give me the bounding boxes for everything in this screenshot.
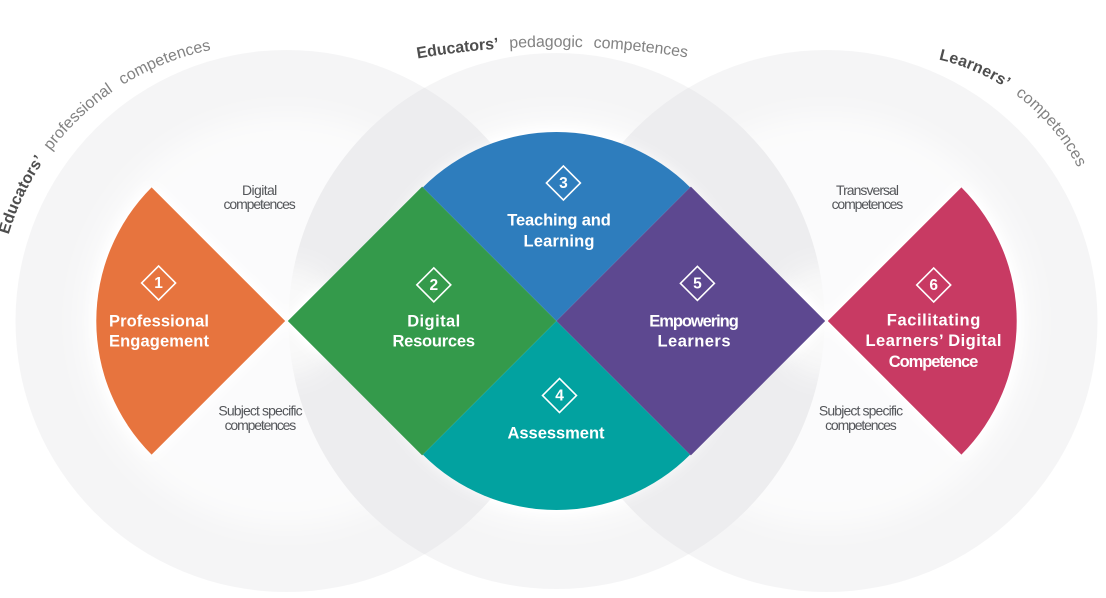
svg-text:competences: competences <box>825 417 897 433</box>
svg-text:1: 1 <box>154 275 163 292</box>
svg-text:Empowering: Empowering <box>649 312 739 330</box>
svg-text:competences: competences <box>225 417 297 433</box>
svg-text:Facilitating: Facilitating <box>887 312 981 330</box>
svg-text:Teaching and: Teaching and <box>507 211 611 229</box>
svg-text:Learners: Learners <box>658 333 731 351</box>
svg-text:6: 6 <box>929 277 938 294</box>
svg-text:competences: competences <box>224 196 296 212</box>
svg-text:Learning: Learning <box>524 232 595 250</box>
svg-text:Competence: Competence <box>889 353 979 371</box>
svg-text:Resources: Resources <box>393 333 476 351</box>
svg-text:Assessment: Assessment <box>508 425 606 443</box>
svg-text:Subject specific: Subject specific <box>819 403 903 419</box>
svg-text:4: 4 <box>555 388 564 405</box>
svg-text:2: 2 <box>429 277 438 294</box>
svg-text:Engagement: Engagement <box>109 333 210 351</box>
svg-text:Transversal: Transversal <box>836 182 899 198</box>
svg-text:5: 5 <box>693 275 702 292</box>
svg-text:Digital: Digital <box>242 182 277 198</box>
svg-text:Subject specific: Subject specific <box>218 403 302 419</box>
svg-text:3: 3 <box>559 175 568 192</box>
svg-text:Digital: Digital <box>407 312 460 330</box>
svg-text:Learners’ Digital: Learners’ Digital <box>866 332 1002 350</box>
svg-text:Professional: Professional <box>109 312 209 330</box>
svg-text:competences: competences <box>832 196 904 212</box>
